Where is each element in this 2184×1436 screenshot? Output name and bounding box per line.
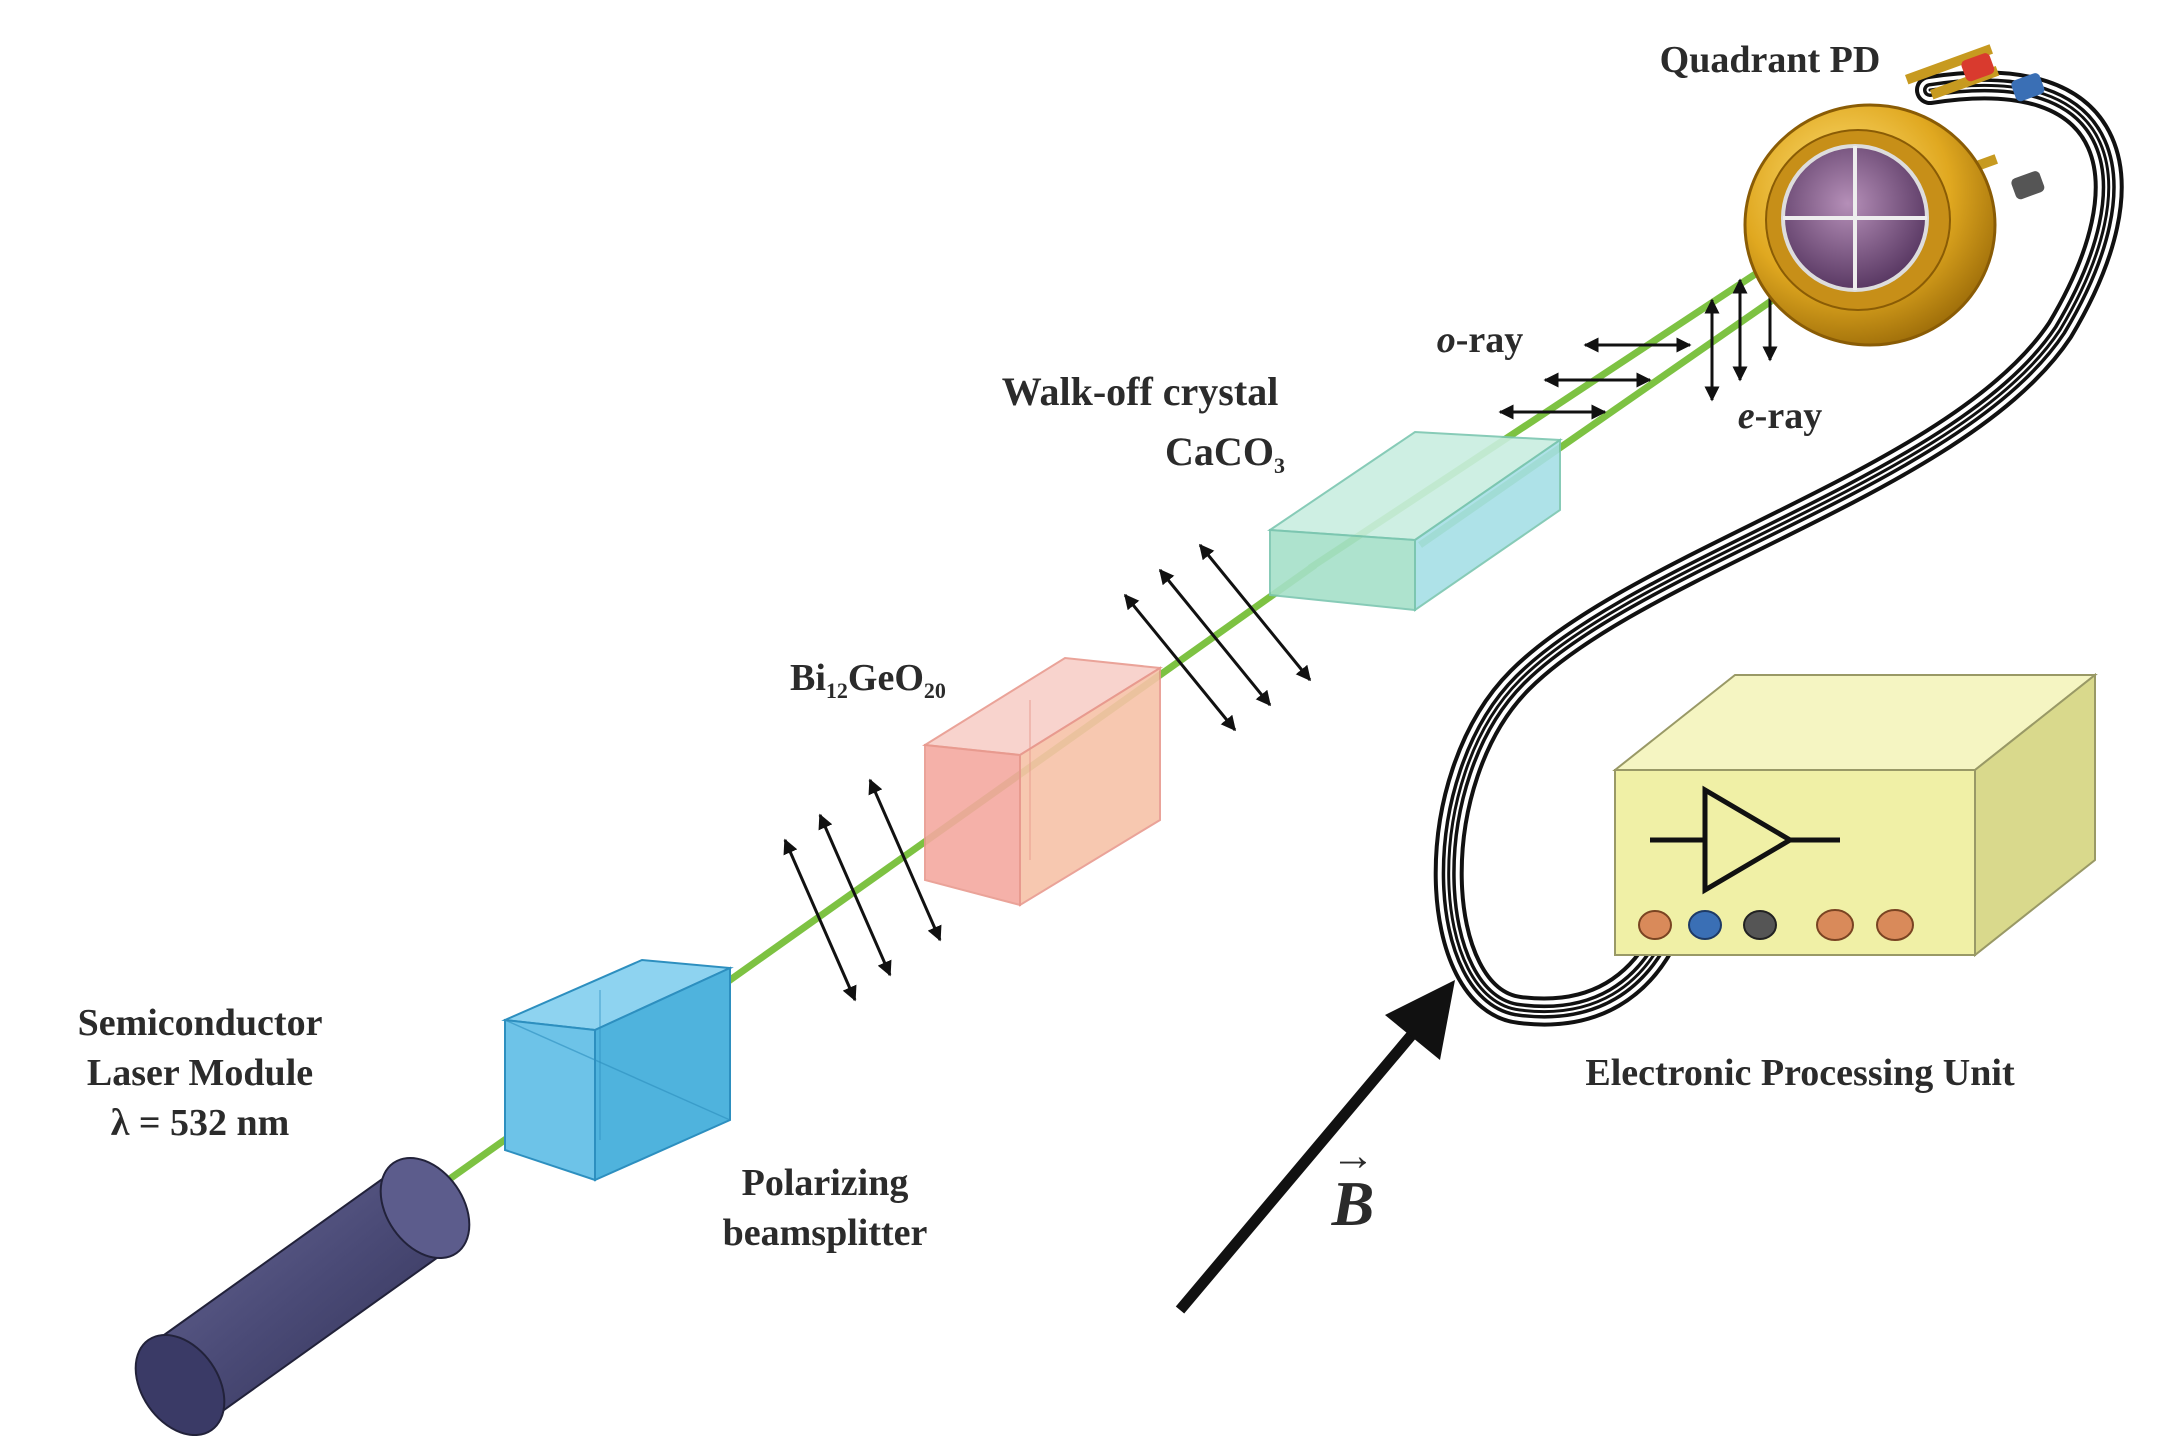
double-headed-arrow-icon: [1158, 568, 1272, 707]
quadrant-photodiode-icon: [1743, 44, 2045, 347]
walkoff-crystal-label: Walk-off crystal CaCO3: [1002, 369, 1285, 478]
electronic-processing-unit: [1612, 672, 2098, 958]
laser-module-label: Semiconductor Laser Module λ = 532 nm: [78, 1002, 323, 1144]
quadrant-pd-label: Quadrant PD: [1660, 39, 1881, 81]
svg-text:beamsplitter: beamsplitter: [723, 1212, 928, 1254]
svg-text:Polarizing: Polarizing: [742, 1162, 909, 1204]
front-panel-connectors: [1638, 909, 1914, 941]
polarization-arrows-1: [783, 778, 942, 1002]
e-ray-label: e-ray: [1738, 395, 1822, 437]
double-headed-arrow-icon: [1198, 543, 1312, 682]
polarizing-beamsplitter-label: Polarizing beamsplitter: [723, 1162, 928, 1254]
double-headed-arrow-icon: [818, 813, 892, 977]
gray-plug: [2011, 171, 2045, 200]
svg-text:Laser Module: Laser Module: [87, 1052, 313, 1094]
svg-text:→: →: [1331, 1131, 1375, 1180]
signal-cables: [1433, 70, 2124, 1027]
double-headed-arrow-icon: [783, 838, 857, 1002]
laser-module-icon: [134, 1156, 471, 1436]
svg-text:Walk-off crystal: Walk-off crystal: [1002, 369, 1279, 414]
o-ray-label: o-ray: [1437, 319, 1524, 361]
polarization-arrows-2: [1123, 543, 1312, 732]
red-plug: [1961, 53, 1995, 82]
amplifier-symbol-icon: [1650, 785, 1840, 895]
blue-plug: [2011, 73, 2045, 102]
magnetic-field-arrow-icon: [1175, 980, 1455, 1314]
electronic-processing-unit-label: Electronic Processing Unit: [1585, 1052, 2015, 1094]
svg-text:Semiconductor: Semiconductor: [78, 1002, 323, 1044]
bgo-crystal-cube: [921, 656, 1164, 907]
svg-text:CaCO3: CaCO3: [1165, 429, 1285, 478]
svg-text:B: B: [1331, 1168, 1375, 1239]
magnetic-field-label: B →: [1331, 1131, 1375, 1239]
o-ray-polarization-arrows: [1498, 337, 1692, 420]
double-headed-arrow-icon: [868, 778, 942, 942]
polarizing-beamsplitter-cube: [501, 958, 734, 1182]
svg-text:λ = 532 nm: λ = 532 nm: [111, 1102, 290, 1144]
walkoff-calcite-crystal: [1267, 430, 1563, 612]
bgo-crystal-label: Bi12GeO20: [790, 657, 946, 703]
